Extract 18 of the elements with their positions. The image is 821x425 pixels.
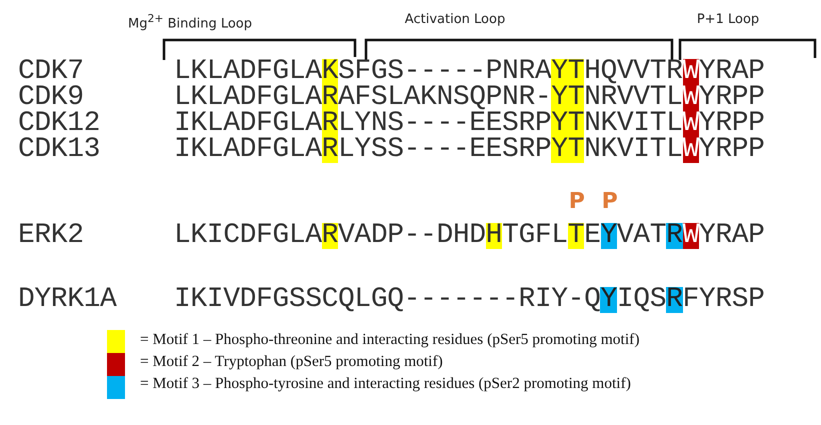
- legend-text: = Motif 3 – Phospho-tyrosine and interacting residues (pSer2 promoting motif): [140, 375, 631, 393]
- protein-name: CDK13: [18, 137, 100, 163]
- phosphorylation-mark: P: [602, 189, 618, 214]
- region-label: P+1 Loop: [696, 12, 760, 27]
- protein-name: CDK7: [18, 59, 84, 85]
- protein-name: ERK2: [18, 223, 84, 249]
- sequence: IKLADFGLARLYSS----EESRPYTNKVITLWYRPP: [174, 137, 765, 163]
- protein-name: CDK9: [18, 85, 84, 111]
- protein-name: DYRK1A: [18, 287, 116, 313]
- phosphorylation-mark: P: [568, 189, 585, 214]
- sequence: IKIVDFGSSCQLGQ-------RIY-QYIQSRFYRSP: [174, 287, 765, 313]
- legend-text: = Motif 1 – Phospho-threonine and interacting residues (pSer5 promoting motif): [140, 331, 640, 349]
- region-label: Activation Loop: [404, 12, 506, 27]
- region-label: Mg$^{2+}$ Binding Loop: [128, 12, 252, 32]
- legend-text: = Motif 2 – Tryptophan (pSer5 promoting motif): [140, 353, 443, 371]
- protein-name: CDK12: [18, 111, 100, 137]
- sequence: LKLADFGLARAFSLAKNSQPNR-YTNRVVTLWYRPP: [174, 85, 765, 111]
- sequence: IKLADFGLARLYNS----EESRPYTNKVITLWYRPP: [174, 111, 765, 137]
